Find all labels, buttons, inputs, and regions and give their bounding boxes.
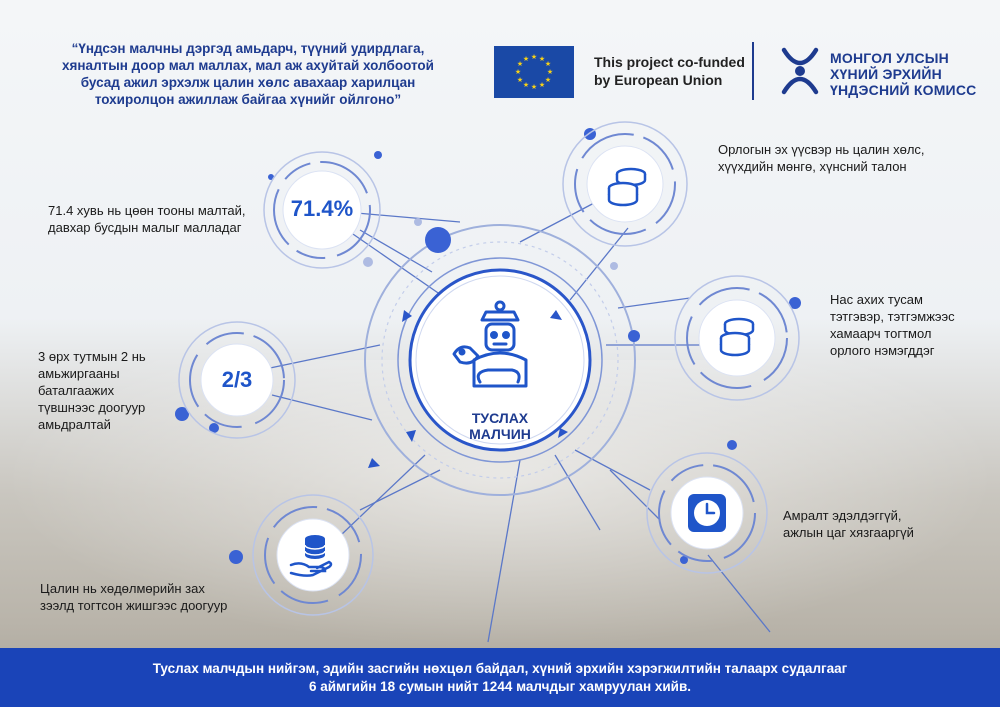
herder-icon xyxy=(452,300,528,388)
income-label-line-2: хүүхдийн мөнгө, хүнсний талон xyxy=(718,159,907,174)
svg-text:★: ★ xyxy=(539,81,545,89)
svg-text:★: ★ xyxy=(517,76,523,84)
svg-text:★: ★ xyxy=(515,68,521,76)
wage-label-line-1: Цалин нь хөдөлмөрийн зах xyxy=(40,581,205,596)
fraction-label-line-4: түвшнээс доогуур xyxy=(38,400,146,415)
salary-icon xyxy=(289,535,333,577)
center-inner-ring xyxy=(415,275,585,445)
clock-icon xyxy=(688,494,726,532)
pension-label-line-1: Нас ахих тусам xyxy=(830,292,923,307)
svg-text:★: ★ xyxy=(545,60,551,68)
svg-text:★: ★ xyxy=(523,55,529,63)
center-label: ТУСЛАХ МАЛЧИН xyxy=(433,410,567,442)
eu-line-2: by European Union xyxy=(594,72,723,88)
hours-label-line-2: ажлын цаг хязгааргүй xyxy=(783,525,914,540)
middle-ring xyxy=(397,257,603,463)
nhrc-name: МОНГОЛ УЛСЫН ХҮНИЙ ЭРХИЙН ҮНДЭСНИЙ КОМИС… xyxy=(830,50,976,98)
wage-label: Цалин нь хөдөлмөрийн зах зээлд тогтсон ж… xyxy=(40,580,280,614)
pension-label-line-2: тэтгэвэр, тэтгэмжээс xyxy=(830,309,955,324)
percent-label-line-1: 71.4 хувь нь цөөн тооны малтай, xyxy=(48,203,246,218)
footer-text: Туслах малчдын нийгэм, эдийн засгийн нөх… xyxy=(0,648,1000,696)
footer-line-1: Туслах малчдын нийгэм, эдийн засгийн нөх… xyxy=(152,661,848,676)
fraction-label-line-1: 3 өрх тутмын 2 нь xyxy=(38,349,146,364)
percent-stat: 71.4% xyxy=(290,196,354,221)
pension-label: Нас ахих тусам тэтгэвэр, тэтгэмжээс хама… xyxy=(830,291,980,359)
definition-quote: “Үндсэн малчны дэргэд амьдарч, түүний уд… xyxy=(62,41,434,107)
svg-text:★: ★ xyxy=(539,55,545,63)
coins-icon xyxy=(719,317,755,357)
coins-icon xyxy=(607,167,647,207)
footer-banner: Туслах малчдын нийгэм, эдийн засгийн нөх… xyxy=(0,648,1000,707)
hours-label: Амралт эдэлдэггүй, ажлын цаг хязгааргүй xyxy=(783,507,983,541)
income-label: Орлогын эх үүсвэр нь цалин хөлс, хүүхдий… xyxy=(718,141,978,175)
nhrc-line-3: ҮНДЭСНИЙ КОМИСС xyxy=(830,82,977,98)
dotted-ring xyxy=(381,241,619,479)
percent-label-line-2: давхар бусдын малыг малладаг xyxy=(48,220,242,235)
fraction-label-line-2: амьжиргааны xyxy=(38,366,120,381)
fraction-label-line-5: амьдралтай xyxy=(38,417,111,432)
eu-line-1: This project co-funded xyxy=(594,54,745,70)
footer-line-2: 6 аймгийн 18 сумын нийт 1244 малчдыг хам… xyxy=(308,679,692,694)
decorative-dots xyxy=(175,128,801,564)
svg-text:★: ★ xyxy=(547,68,553,76)
nhrc-line-2: ХҮНИЙ ЭРХИЙН xyxy=(830,66,942,82)
eu-flag-icon: ★★★ ★★★ ★★★ ★★★ xyxy=(494,46,574,98)
center-circle xyxy=(408,268,592,452)
income-label-line-1: Орлогын эх үүсвэр нь цалин хөлс, xyxy=(718,142,925,157)
percent-label: 71.4 хувь нь цөөн тооны малтай, давхар б… xyxy=(48,202,268,236)
fraction-label-line-3: баталгаажих xyxy=(38,383,115,398)
pension-label-line-3: хамаарч тогтмол xyxy=(830,326,932,341)
fraction-node xyxy=(178,321,296,439)
fraction-label: 3 өрх тутмын 2 нь амьжиргааны баталгаажи… xyxy=(38,348,188,433)
svg-text:★: ★ xyxy=(531,83,537,91)
eu-cofund-text: This project co-funded by European Union xyxy=(594,53,745,89)
center-line-1: ТУСЛАХ xyxy=(471,410,529,426)
svg-text:★: ★ xyxy=(517,60,523,68)
pension-label-line-4: орлого нэмэгддэг xyxy=(830,343,935,358)
outer-ring xyxy=(364,224,636,496)
svg-text:★: ★ xyxy=(531,53,537,61)
wage-label-line-2: зээлд тогтсон жишгээс доогуур xyxy=(40,598,228,613)
svg-text:★: ★ xyxy=(523,81,529,89)
hours-label-line-1: Амралт эдэлдэггүй, xyxy=(783,508,902,523)
nhrc-logo-icon xyxy=(778,42,822,100)
nhrc-line-1: МОНГОЛ УЛСЫН xyxy=(830,50,949,66)
fraction-stat: 2/3 xyxy=(221,367,253,392)
percent-node xyxy=(263,151,381,269)
center-line-2: МАЛЧИН xyxy=(469,426,531,442)
logo-divider xyxy=(752,42,754,100)
logo-bar: ★★★ ★★★ ★★★ ★★★ This project co-funded b… xyxy=(482,40,982,102)
ring-arrows xyxy=(368,310,568,468)
svg-text:★: ★ xyxy=(545,76,551,84)
